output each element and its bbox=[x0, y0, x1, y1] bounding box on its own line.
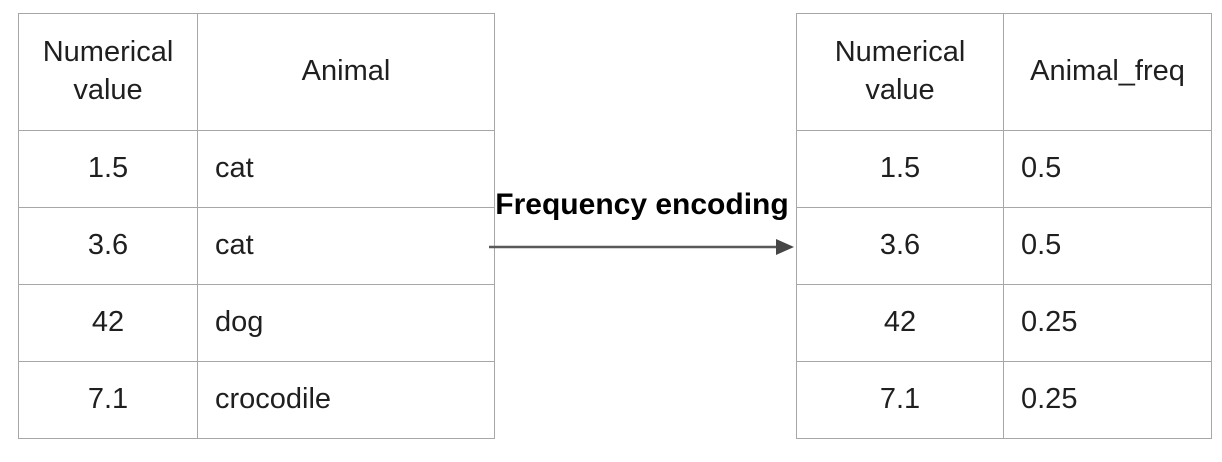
table-row: 42 0.25 bbox=[796, 284, 1212, 362]
numerical-value-cell: 42 bbox=[796, 284, 1004, 362]
numerical-value-cell: 3.6 bbox=[796, 207, 1004, 285]
table-header-row: Numerical value Animal bbox=[18, 13, 495, 131]
animal-freq-cell: 0.25 bbox=[1003, 361, 1212, 439]
table-row: 7.1 0.25 bbox=[796, 361, 1212, 439]
table-header-row: Numerical value Animal_freq bbox=[796, 13, 1212, 131]
header-cell-numerical-value: Numerical value bbox=[796, 13, 1004, 131]
header-cell-animal: Animal bbox=[197, 13, 495, 131]
header-cell-animal-freq: Animal_freq bbox=[1003, 13, 1212, 131]
encoded-table: Numerical value Animal_freq 1.5 0.5 3.6 … bbox=[796, 13, 1212, 439]
animal-cell: dog bbox=[197, 284, 495, 362]
animal-cell: cat bbox=[197, 207, 495, 285]
arrow-label: Frequency encoding bbox=[495, 188, 789, 221]
header-label: Numerical value bbox=[834, 36, 966, 106]
animal-freq-cell: 0.5 bbox=[1003, 130, 1212, 208]
table-row: 1.5 cat bbox=[18, 130, 495, 208]
animal-cell: crocodile bbox=[197, 361, 495, 439]
animal-freq-cell: 0.5 bbox=[1003, 207, 1212, 285]
numerical-value-cell: 7.1 bbox=[18, 361, 198, 439]
header-cell-numerical-value: Numerical value bbox=[18, 13, 198, 131]
table-row: 42 dog bbox=[18, 284, 495, 362]
table-row: 3.6 cat bbox=[18, 207, 495, 285]
numerical-value-cell: 1.5 bbox=[18, 130, 198, 208]
table-row: 1.5 0.5 bbox=[796, 130, 1212, 208]
numerical-value-cell: 7.1 bbox=[796, 361, 1004, 439]
animal-freq-cell: 0.25 bbox=[1003, 284, 1212, 362]
table-row: 3.6 0.5 bbox=[796, 207, 1212, 285]
right-arrow-icon bbox=[489, 239, 794, 255]
animal-cell: cat bbox=[197, 130, 495, 208]
numerical-value-cell: 3.6 bbox=[18, 207, 198, 285]
header-label: Animal_freq bbox=[1030, 55, 1185, 88]
input-table: Numerical value Animal 1.5 cat 3.6 cat 4… bbox=[18, 13, 495, 439]
header-label: Numerical value bbox=[42, 36, 174, 106]
header-label: Animal bbox=[301, 55, 391, 88]
table-row: 7.1 crocodile bbox=[18, 361, 495, 439]
numerical-value-cell: 1.5 bbox=[796, 130, 1004, 208]
numerical-value-cell: 42 bbox=[18, 284, 198, 362]
